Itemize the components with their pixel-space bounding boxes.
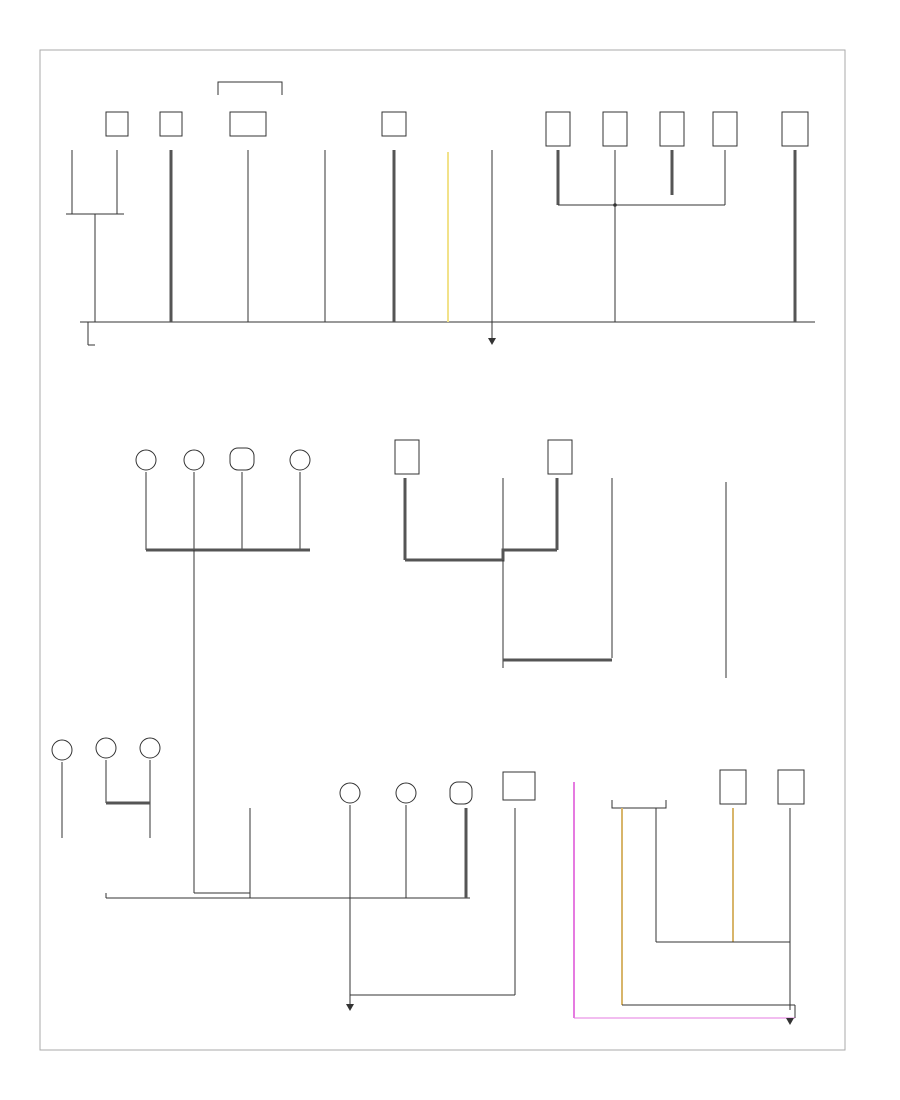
component-c28 <box>395 782 417 898</box>
connector <box>502 771 536 801</box>
component-c18 <box>394 439 420 560</box>
component-c12 <box>712 111 738 205</box>
component-c17 <box>289 449 311 550</box>
component-c32 <box>611 800 667 1005</box>
component-c02 <box>105 111 129 214</box>
connector <box>777 769 805 805</box>
splice-bus <box>405 548 557 562</box>
component-c20 <box>547 439 573 550</box>
ground-icon <box>346 1004 354 1011</box>
connector <box>159 111 183 137</box>
bracket <box>611 800 667 809</box>
component-c33 <box>719 769 805 1010</box>
component-c25 <box>139 737 161 838</box>
lamp-icon <box>289 449 311 471</box>
connector <box>229 447 255 471</box>
connector <box>547 439 573 475</box>
component-c16 <box>229 447 255 550</box>
connector <box>449 781 473 805</box>
component-c10 <box>602 111 628 205</box>
connector <box>545 111 571 147</box>
component-c24 <box>95 737 117 803</box>
connector <box>712 111 738 147</box>
component-c27 <box>339 782 361 1005</box>
middle-section <box>135 439 727 893</box>
ground-icon <box>488 338 496 345</box>
bottom-section <box>51 737 805 1025</box>
bracket <box>217 81 283 95</box>
lamp-icon <box>95 737 117 759</box>
connector <box>105 111 129 137</box>
connector <box>394 439 420 475</box>
component-c04 <box>217 81 283 322</box>
lamp-icon <box>135 449 157 471</box>
lamp-icon <box>339 782 361 804</box>
connector <box>381 111 407 137</box>
diagram-border <box>39 49 846 1051</box>
component-c11 <box>659 111 685 195</box>
lamp-icon <box>139 737 161 759</box>
connector <box>719 769 747 805</box>
ground-icon <box>786 1018 794 1025</box>
connector <box>602 111 628 147</box>
component-c15 <box>183 449 205 550</box>
connector <box>229 111 267 137</box>
component-c29 <box>449 781 473 898</box>
ground-g1 <box>488 322 496 345</box>
top-section <box>66 81 815 346</box>
component-c23 <box>51 739 73 838</box>
component-c13 <box>781 111 809 322</box>
lamp-icon <box>51 739 73 761</box>
component-c30 <box>502 771 536 995</box>
component-c09 <box>545 111 571 205</box>
ground-g4 <box>346 1004 354 1011</box>
component-c06 <box>381 111 407 322</box>
ground-g5 <box>786 1018 794 1025</box>
lamp-icon <box>183 449 205 471</box>
connector <box>781 111 809 147</box>
component-c14 <box>135 449 157 550</box>
lamp-icon <box>395 782 417 804</box>
connector <box>659 111 685 147</box>
component-c03 <box>159 111 183 322</box>
